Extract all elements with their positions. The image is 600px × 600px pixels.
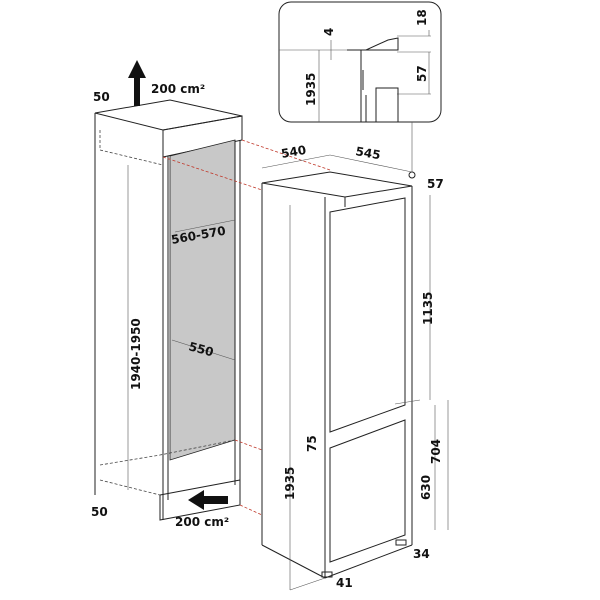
cabinet-back-panel [169,139,236,461]
airflow-bottom-label: 200 cm² [175,515,229,529]
airflow-top-label: 200 cm² [151,82,205,96]
lower-door [329,419,406,563]
door-gap-label: 75 [305,435,319,452]
cabinet: 200 cm² 200 cm² 50 50 560-570 550 1940-1… [91,60,331,529]
detail-gap-label: 4 [322,28,336,36]
lower-section-label: 704 [429,439,443,464]
lower-door-label: 630 [419,475,433,500]
appliance: 540 545 57 1935 1135 75 704 630 34 41 [261,143,449,591]
appliance-height-label: 1935 [283,467,297,500]
foot-left-label: 41 [336,576,353,590]
detail-offset-label: 57 [415,65,429,82]
airflow-up-arrow-icon [128,60,146,106]
bottom-gap-label: 50 [91,505,108,519]
appliance-depth-label: 540 [280,143,307,161]
detail-inset: 4 18 1935 57 [278,1,442,179]
foot-right-label: 34 [413,547,430,561]
appliance-width-label: 545 [354,144,381,162]
cabinet-height-label: 1940-1950 [129,318,143,390]
top-offset-label: 57 [427,177,444,191]
top-gap-label: 50 [93,90,110,104]
airflow-in-arrow-icon [188,490,228,510]
detail-top-label: 18 [415,9,429,26]
detail-height-label: 1935 [304,73,318,106]
upper-door [329,197,406,433]
cabinet-width-label: 550 [187,339,215,359]
upper-door-label: 1135 [421,292,435,325]
